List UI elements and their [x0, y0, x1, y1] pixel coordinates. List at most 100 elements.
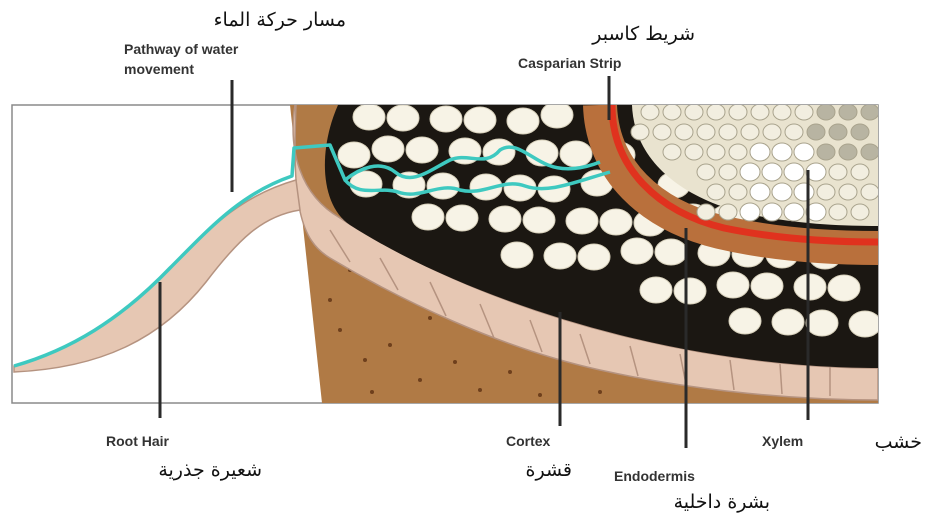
xylem-label-en: Xylem	[762, 433, 803, 449]
stele-cell	[697, 164, 715, 180]
stele-cell	[707, 104, 725, 120]
stele-cell	[795, 104, 813, 120]
stele-cell	[772, 143, 792, 161]
stele-cell	[707, 144, 725, 160]
cortex-cell	[387, 105, 419, 131]
cortex-cell	[489, 206, 521, 232]
cortex-cell	[751, 273, 783, 299]
stele-cell	[697, 204, 715, 220]
soil-speck	[338, 328, 342, 332]
soil-speck	[418, 378, 422, 382]
stele-cell	[784, 203, 804, 221]
stele-cell	[829, 164, 847, 180]
cortex-cell	[621, 238, 653, 264]
pathway-label-en-line1: Pathway of water	[124, 41, 239, 57]
stele-cell	[829, 124, 847, 140]
stele-cell	[729, 104, 747, 120]
cortex-cell	[501, 242, 533, 268]
stele-cell	[729, 144, 747, 160]
pathway-label-en-line2: movement	[124, 61, 194, 77]
stele-cell	[851, 164, 869, 180]
cortex-cell	[578, 244, 610, 270]
endodermis-label-en: Endodermis	[614, 468, 695, 484]
soil-speck	[598, 390, 602, 394]
cortex-cell	[674, 278, 706, 304]
soil-speck	[538, 393, 542, 397]
casparian-label-ar: شريط كاسبر	[591, 23, 695, 45]
stele-cell	[839, 144, 857, 160]
stele-cell	[751, 104, 769, 120]
stele-cell	[794, 143, 814, 161]
casparian-label-en: Casparian Strip	[518, 55, 621, 71]
stele-cell	[773, 104, 791, 120]
cortex-cell	[406, 137, 438, 163]
stele-cell	[719, 124, 737, 140]
cortex-cell	[794, 274, 826, 300]
stele-cell	[685, 104, 703, 120]
cortex-label-ar: قشرة	[526, 459, 572, 481]
stele-cell	[763, 124, 781, 140]
stele-cell	[784, 163, 804, 181]
cortex-cell	[464, 107, 496, 133]
soil-speck	[328, 298, 332, 302]
stele-cell	[697, 124, 715, 140]
cortex-cell	[560, 141, 592, 167]
cortex-cell	[430, 106, 462, 132]
stele-cell	[807, 124, 825, 140]
stele-cell	[641, 104, 659, 120]
stele-cell	[829, 204, 847, 220]
cortex-cell	[828, 275, 860, 301]
stele-cell	[740, 163, 760, 181]
stele-cell	[663, 104, 681, 120]
stele-cell	[750, 143, 770, 161]
stele-cell	[861, 144, 879, 160]
stele-cell	[851, 124, 869, 140]
stele-cell	[675, 124, 693, 140]
stele-cell	[685, 144, 703, 160]
cortex-cell	[640, 277, 672, 303]
cortex-cell	[600, 209, 632, 235]
stele-cell	[740, 203, 760, 221]
stele-cell	[653, 124, 671, 140]
stele-cell	[817, 184, 835, 200]
soil-speck	[428, 316, 432, 320]
stele-cell	[750, 183, 770, 201]
pathway-label-ar: مسار حركة الماء	[214, 9, 346, 31]
stele-cell	[794, 183, 814, 201]
soil-speck	[478, 388, 482, 392]
soil-speck	[370, 390, 374, 394]
cortex-cell	[353, 104, 385, 130]
stele-cell	[851, 204, 869, 220]
cortex-cell	[717, 272, 749, 298]
cortex-cell	[372, 136, 404, 162]
stele-cell	[719, 204, 737, 220]
stele-cell	[839, 104, 857, 120]
root-hair-label-en: Root Hair	[106, 433, 170, 449]
cortex-label-en: Cortex	[506, 433, 551, 449]
cortex-cell	[849, 311, 881, 337]
cortex-cell	[427, 173, 459, 199]
soil-speck	[453, 360, 457, 364]
cortex-cell	[566, 208, 598, 234]
stele-cell	[707, 184, 725, 200]
cortex-cell	[544, 243, 576, 269]
cortex-cell	[772, 309, 804, 335]
stele-cell	[785, 124, 803, 140]
soil-speck	[363, 358, 367, 362]
stele-cell	[772, 183, 792, 201]
stele-cell	[817, 144, 835, 160]
cortex-cell	[412, 204, 444, 230]
cortex-cell	[523, 207, 555, 233]
cortex-cell	[806, 310, 838, 336]
stele-cell	[741, 124, 759, 140]
stele-cell	[631, 124, 649, 140]
stele-cell	[817, 104, 835, 120]
stele-cell	[861, 104, 879, 120]
cortex-cell	[446, 205, 478, 231]
endodermis-label-ar: بشرة داخلية	[674, 491, 770, 513]
stele-cell	[729, 184, 747, 200]
soil-speck	[508, 370, 512, 374]
stele-cell	[663, 144, 681, 160]
